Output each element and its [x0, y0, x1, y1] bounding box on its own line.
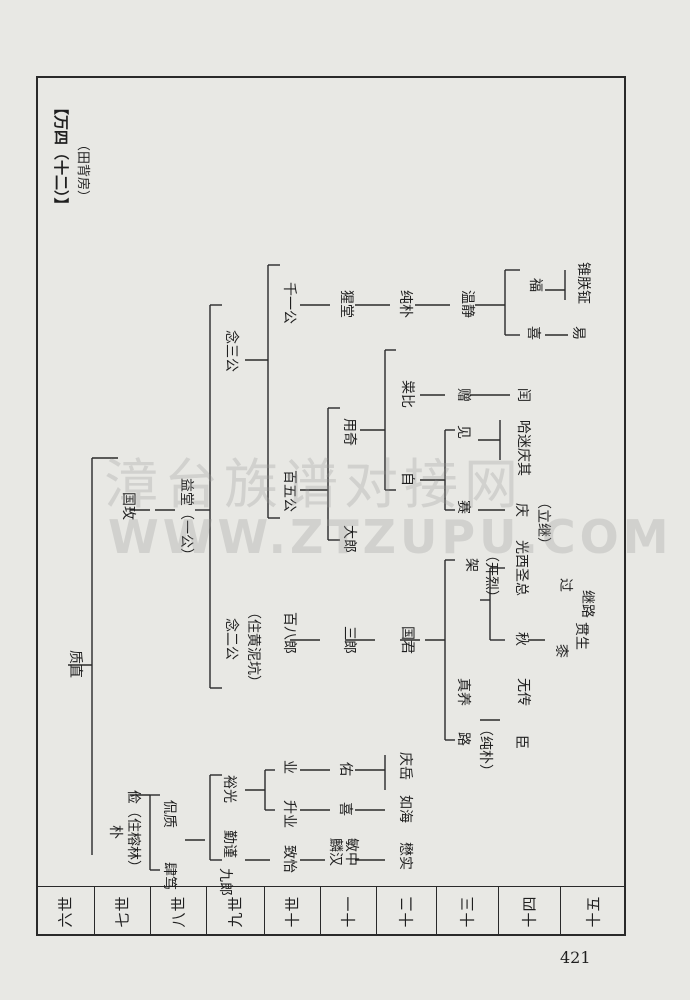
node-ruhai: 如海: [397, 795, 413, 823]
node-jian: 见: [455, 425, 471, 439]
node-minzhong: 敏中: [343, 838, 359, 866]
node-yuguang: 裕光: [221, 775, 237, 803]
node-zhuhuang: （住黄泥坑）: [245, 605, 261, 689]
node-zhiyi: 致怡: [281, 845, 297, 873]
node-qingyue: 庆岳: [397, 752, 413, 780]
watermark-text: 漳台族谱对接网: [104, 453, 524, 516]
node-zeng: 赠: [455, 388, 471, 402]
node-guan: 贯生: [573, 622, 589, 650]
node-chunpu: 纯朴: [397, 290, 413, 318]
node-qianyi: 千一公: [281, 282, 297, 324]
node-xingtang: 猩堂: [338, 290, 354, 318]
node-zhenzhang: 锥朕钲: [575, 262, 591, 304]
gen-divider: [264, 886, 265, 936]
node-pu: 朴: [107, 825, 123, 839]
genealogy-chart-frame: [36, 76, 626, 936]
gen-divider: [94, 886, 95, 936]
node-shengye: 升业: [281, 800, 297, 828]
gen-divider: [560, 886, 561, 936]
watermark-url: WWW.ZTZUPU.COM: [108, 510, 673, 564]
gen-divider: [436, 886, 437, 936]
node-chunpu2: （纯朴）: [477, 722, 493, 778]
node-kanzhi: 侃质: [161, 800, 177, 828]
node-bingbi: 粜比: [399, 380, 415, 408]
node-lu: 路: [455, 732, 471, 746]
node-guojun: 国君: [399, 626, 415, 654]
gen-divider: [206, 886, 207, 936]
heading-subtitle: （田背房）: [75, 138, 90, 204]
node-baiba: 百八郎: [281, 612, 297, 654]
node-zhurong: 俭（住榕林）: [125, 790, 141, 874]
node-jiulang: 九郎: [217, 868, 233, 896]
node-guduo: 肆笃: [161, 862, 177, 890]
node-xi2: 喜: [337, 802, 353, 816]
node-qiu: 秋: [513, 632, 529, 646]
node-wuchuan: 无传: [515, 678, 531, 706]
gen-divider: [498, 886, 499, 936]
node-run: 闰: [515, 388, 531, 402]
heading-title: 【万四（十二）】: [52, 100, 70, 213]
node-linhan: 麟汉: [327, 838, 343, 866]
node-qinjin: 勤谨: [221, 830, 237, 858]
node-yi: 易: [570, 326, 586, 340]
node-zhizhi: 质直: [67, 650, 83, 678]
node-maoshi: 懋实: [397, 842, 413, 870]
node-guo: 过: [557, 578, 573, 592]
node-ye: 业: [281, 760, 297, 774]
node-niansan: 念三公: [223, 330, 239, 372]
gen-divider: [150, 886, 151, 936]
node-zhenyang: 真养: [455, 678, 471, 706]
gen-divider: [320, 886, 321, 936]
generation-row: [36, 886, 626, 937]
gen-divider: [376, 886, 377, 936]
node-chen: 臣: [513, 735, 529, 749]
node-you: 佑: [337, 762, 353, 776]
page-number: 421: [560, 948, 591, 967]
node-sanlang: 三郎: [341, 626, 357, 654]
node-huo: 桼: [553, 644, 569, 658]
node-jilu: 继路: [579, 590, 595, 618]
node-nianer: 念二公: [223, 618, 239, 660]
node-wenjing: 温静: [459, 290, 475, 318]
node-xi: 喜: [525, 326, 541, 340]
node-fu: 福: [527, 278, 543, 292]
